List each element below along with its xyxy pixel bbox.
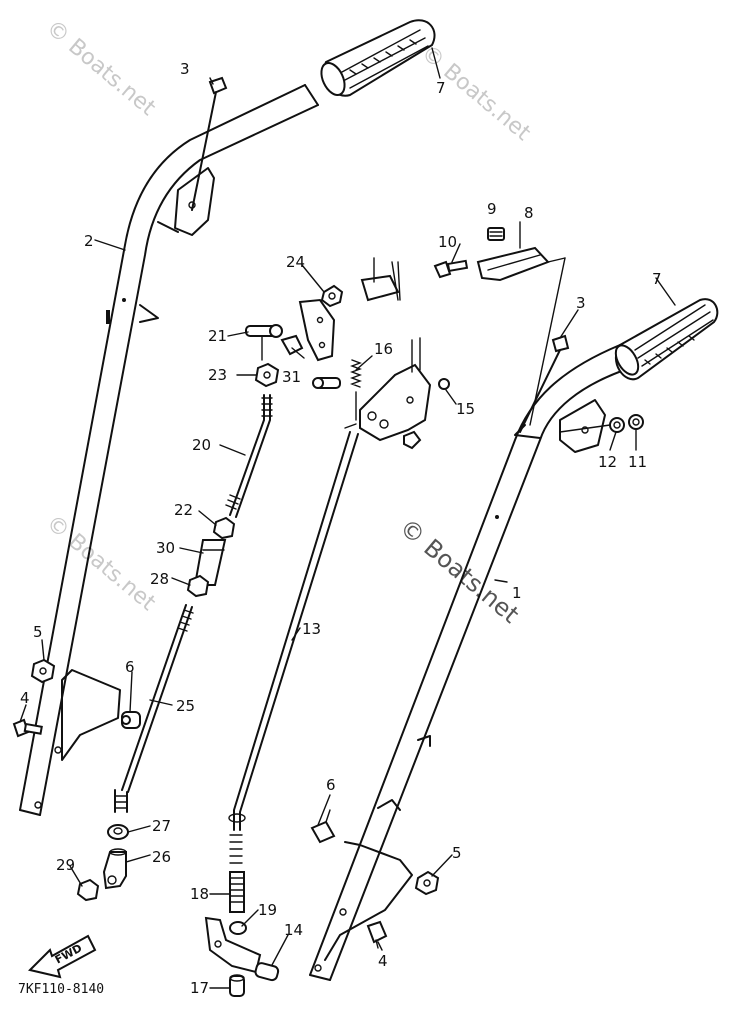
callout-16: 16: [374, 340, 393, 358]
callout-3: 3: [576, 294, 586, 312]
right-grip: [614, 298, 719, 381]
callout-31: 31: [282, 368, 301, 386]
callouts: 1 2 3 3 4 4 5 5 6 6 7 7 8 9 10 11 12 13 …: [20, 60, 662, 997]
nut-28: [186, 574, 210, 598]
bracket-14: [204, 916, 280, 982]
callout-6: 6: [125, 658, 135, 676]
cap-17: [229, 974, 245, 997]
leader-lines: [19, 47, 676, 989]
callout-1: 1: [512, 584, 522, 602]
nut-23: [254, 362, 280, 388]
callout-12: 12: [598, 453, 617, 471]
pin-6-left: [121, 711, 141, 729]
callout-4: 4: [378, 952, 388, 970]
callout-11: 11: [628, 453, 647, 471]
bracket-upper: [298, 298, 336, 362]
callout-9: 9: [487, 200, 497, 218]
callout-15: 15: [456, 400, 475, 418]
right-handle-frame: [309, 344, 631, 981]
callout-17: 17: [190, 979, 209, 997]
bolt-3-left: [191, 76, 228, 211]
callout-2: 2: [84, 232, 94, 250]
callout-19: 19: [258, 901, 277, 919]
fwd-arrow-icon: FWD: [28, 934, 97, 979]
nut-5-right: [414, 870, 440, 896]
callout-30: 30: [156, 539, 175, 557]
callout-28: 28: [150, 570, 169, 588]
left-handle-frame: [19, 84, 319, 816]
bracket-15: [359, 337, 450, 450]
callout-24: 24: [286, 253, 305, 271]
bolt-4-right: [366, 920, 388, 949]
rod-13: [228, 423, 359, 864]
spring-16: [350, 359, 362, 421]
nut-24: [320, 284, 344, 308]
bolt-10: [433, 259, 469, 279]
callout-18: 18: [190, 885, 209, 903]
callout-23: 23: [208, 366, 227, 384]
callout-26: 26: [152, 848, 171, 866]
nut-washer-11-12: [559, 414, 644, 433]
bolt-3-right: [519, 334, 570, 433]
callout-10: 10: [438, 233, 457, 251]
callout-6: 6: [326, 776, 336, 794]
lever-stub: [360, 257, 401, 302]
callout-27: 27: [152, 817, 171, 835]
bolt-4-left: [12, 718, 43, 738]
threaded-sleeve-18: [229, 871, 245, 913]
callout-7: 7: [652, 270, 662, 288]
rod-20: [225, 394, 273, 518]
lever-8: [476, 246, 566, 426]
nut-27: [107, 824, 129, 840]
callout-14: 14: [284, 921, 303, 939]
callout-8: 8: [524, 204, 534, 222]
elbow-26: [102, 848, 127, 890]
diagram-code: 7KF110-8140: [18, 982, 104, 997]
left-grip: [320, 19, 436, 97]
callout-20: 20: [192, 436, 211, 454]
bolt-near-15: [312, 377, 341, 389]
sleeve-30: [193, 539, 227, 586]
callout-25: 25: [176, 697, 195, 715]
nut-29: [76, 878, 100, 902]
rod-end-21: [245, 324, 283, 361]
callout-13: 13: [302, 620, 321, 638]
callout-7: 7: [436, 79, 446, 97]
nut-5-left: [30, 658, 56, 684]
callout-22: 22: [174, 501, 193, 519]
rod-25: [114, 604, 194, 813]
callout-5: 5: [452, 844, 462, 862]
nut-22: [212, 516, 236, 540]
callout-3: 3: [180, 60, 190, 78]
bolt-9: [487, 227, 505, 241]
bolt-31: [280, 334, 304, 356]
pin-6-right: [310, 809, 336, 844]
nut-19: [229, 921, 247, 935]
callout-21: 21: [208, 327, 227, 345]
callout-29: 29: [56, 856, 75, 874]
callout-4: 4: [20, 689, 30, 707]
watermark: © Boats.net: [41, 15, 160, 121]
callout-5: 5: [33, 623, 43, 641]
